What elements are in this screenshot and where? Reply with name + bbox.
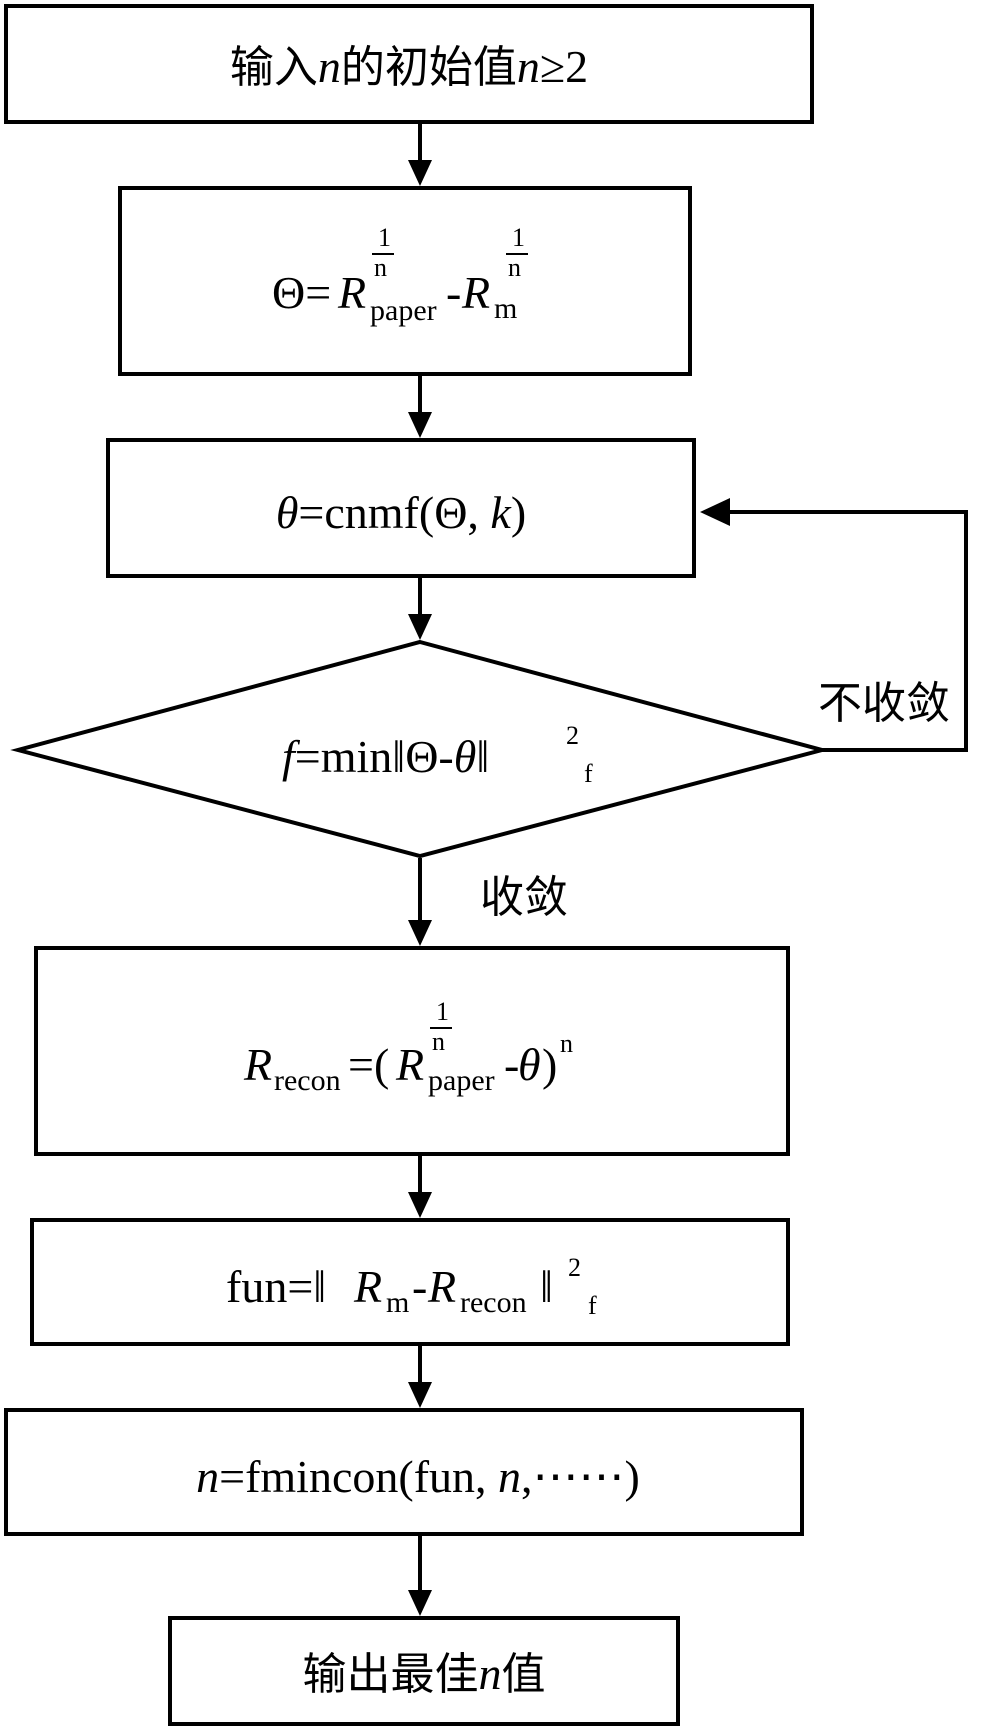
theta-def-exp2-num: 1 xyxy=(512,223,525,252)
decision-sub: f xyxy=(584,759,593,788)
recon-r1: R xyxy=(243,1039,272,1090)
loop-back-connector xyxy=(730,510,968,752)
recon-sub-paper: paper xyxy=(428,1064,495,1097)
recon-sub-recon: recon xyxy=(274,1064,341,1097)
arrow-head-2 xyxy=(408,412,432,438)
theta-def-exp2-den: n xyxy=(508,253,521,282)
not-converged-label: 不收敛 xyxy=(818,678,950,729)
theta-def-lhs: Θ= xyxy=(272,267,331,318)
theta-def-r2: R xyxy=(461,267,490,318)
arrow-head-1 xyxy=(408,160,432,186)
output-label: 输出最佳n值 xyxy=(303,1648,546,1700)
theta-def-minus: - xyxy=(446,267,461,318)
theta-def-sub-m: m xyxy=(494,292,517,325)
fun-formula: fun=‖ R m - R recon ‖ 2 f xyxy=(226,1253,597,1320)
arrow-head-5 xyxy=(408,1192,432,1218)
fun-r1: R xyxy=(353,1261,382,1312)
fun-box xyxy=(30,1218,790,1346)
recon-exp-num: 1 xyxy=(436,997,449,1026)
recon-exp: n xyxy=(560,1029,573,1058)
recon-close: ) xyxy=(542,1039,557,1090)
input-box xyxy=(4,4,814,124)
output-box xyxy=(168,1616,680,1726)
fun-sub-m: m xyxy=(386,1286,409,1319)
decision-sup: 2 xyxy=(566,721,579,750)
input-label: 输入n的初始值n≥2 xyxy=(230,41,588,93)
theta-def-sub-paper: paper xyxy=(370,294,437,327)
arrow-head-7 xyxy=(408,1590,432,1616)
converged-label: 收敛 xyxy=(480,872,568,923)
theta-def-exp1-num: 1 xyxy=(378,223,391,252)
recon-minus: - xyxy=(504,1039,519,1090)
recon-exp-den: n xyxy=(432,1027,445,1056)
fun-minus: - xyxy=(412,1261,427,1312)
fun-lhs: fun=‖ xyxy=(226,1261,326,1312)
theta-def-exp1-den: n xyxy=(374,253,387,282)
fmincon-box xyxy=(4,1408,804,1536)
fun-sup: 2 xyxy=(568,1253,581,1282)
cnmf-box xyxy=(106,438,696,578)
theta-def-formula: Θ= R paper 1 n - R m 1 n xyxy=(272,223,528,327)
recon-formula: R recon =( R paper 1 n - θ ) n xyxy=(243,997,573,1097)
decision-label: f=min‖Θ-θ‖ xyxy=(282,731,489,782)
cnmf-label: θ=cnmf(Θ, k) xyxy=(276,487,526,538)
arrow-head-4 xyxy=(408,920,432,946)
recon-theta: θ xyxy=(518,1039,541,1090)
recon-eq: =( xyxy=(348,1039,389,1090)
fun-sub: f xyxy=(588,1291,597,1320)
recon-box xyxy=(34,946,790,1156)
fun-sub-recon: recon xyxy=(460,1286,527,1319)
fun-r2: R xyxy=(427,1261,456,1312)
theta-def-box xyxy=(118,186,692,376)
recon-r2: R xyxy=(395,1039,424,1090)
decision-diamond xyxy=(10,639,830,859)
decision-formula: f=min‖Θ-θ‖ 2 f xyxy=(282,721,593,788)
theta-def-r1: R xyxy=(337,267,366,318)
arrow-head-3 xyxy=(408,614,432,640)
fun-norm: ‖ xyxy=(540,1261,553,1312)
loop-back-arrow-head xyxy=(700,498,730,526)
arrow-head-6 xyxy=(408,1382,432,1408)
fmincon-label: n=fmincon(fun, n,⋯⋯) xyxy=(196,1451,640,1502)
